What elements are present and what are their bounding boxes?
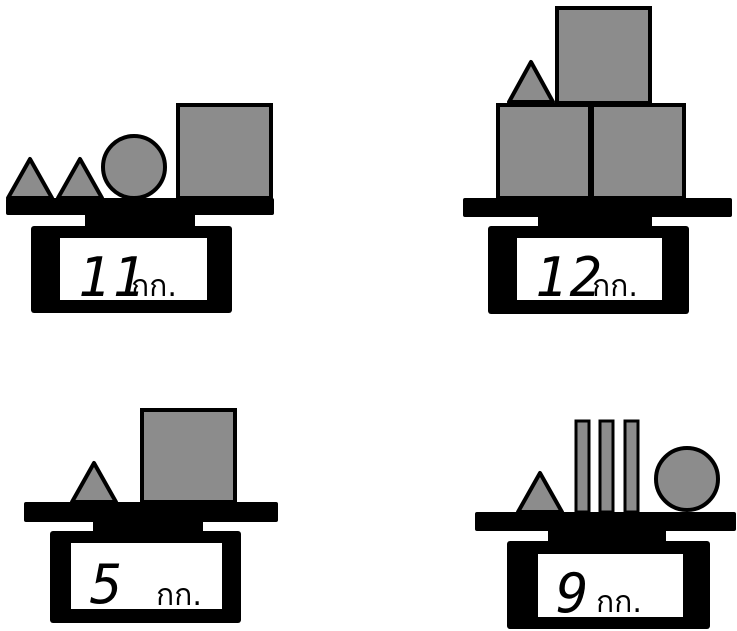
scale-2: 12 กก. [463, 8, 732, 314]
weight-unit: กก. [131, 269, 177, 304]
triangle-shape [58, 159, 102, 198]
weight-unit: กก. [592, 269, 638, 304]
scale-platform [475, 512, 736, 531]
bar-shape [600, 421, 613, 512]
scale-neck [85, 213, 195, 227]
weight-unit: กก. [156, 578, 202, 613]
triangle-shape [518, 473, 562, 512]
scale-4: 9 กก. [475, 421, 736, 629]
square-shape [592, 105, 684, 198]
scale-neck [548, 529, 666, 543]
square-shape [142, 410, 235, 502]
circle-shape [656, 448, 718, 510]
weight-reading: 9 [556, 562, 591, 625]
scale-platform [6, 198, 274, 215]
square-shape [557, 8, 650, 103]
triangle-shape [509, 62, 553, 102]
weight-unit: กก. [596, 585, 642, 620]
bar-shape [576, 421, 589, 512]
circle-shape [103, 136, 165, 198]
scale-1: 11 กก. [6, 105, 274, 313]
scale-platform [463, 198, 732, 217]
weight-reading: 5 [90, 553, 125, 616]
scale-platform [24, 502, 278, 522]
square-shape [498, 105, 590, 198]
scale-3: 5 กก. [24, 410, 278, 623]
triangle-shape [8, 159, 52, 198]
square-shape [178, 105, 271, 198]
triangle-shape [72, 463, 116, 502]
bar-shape [625, 421, 638, 512]
